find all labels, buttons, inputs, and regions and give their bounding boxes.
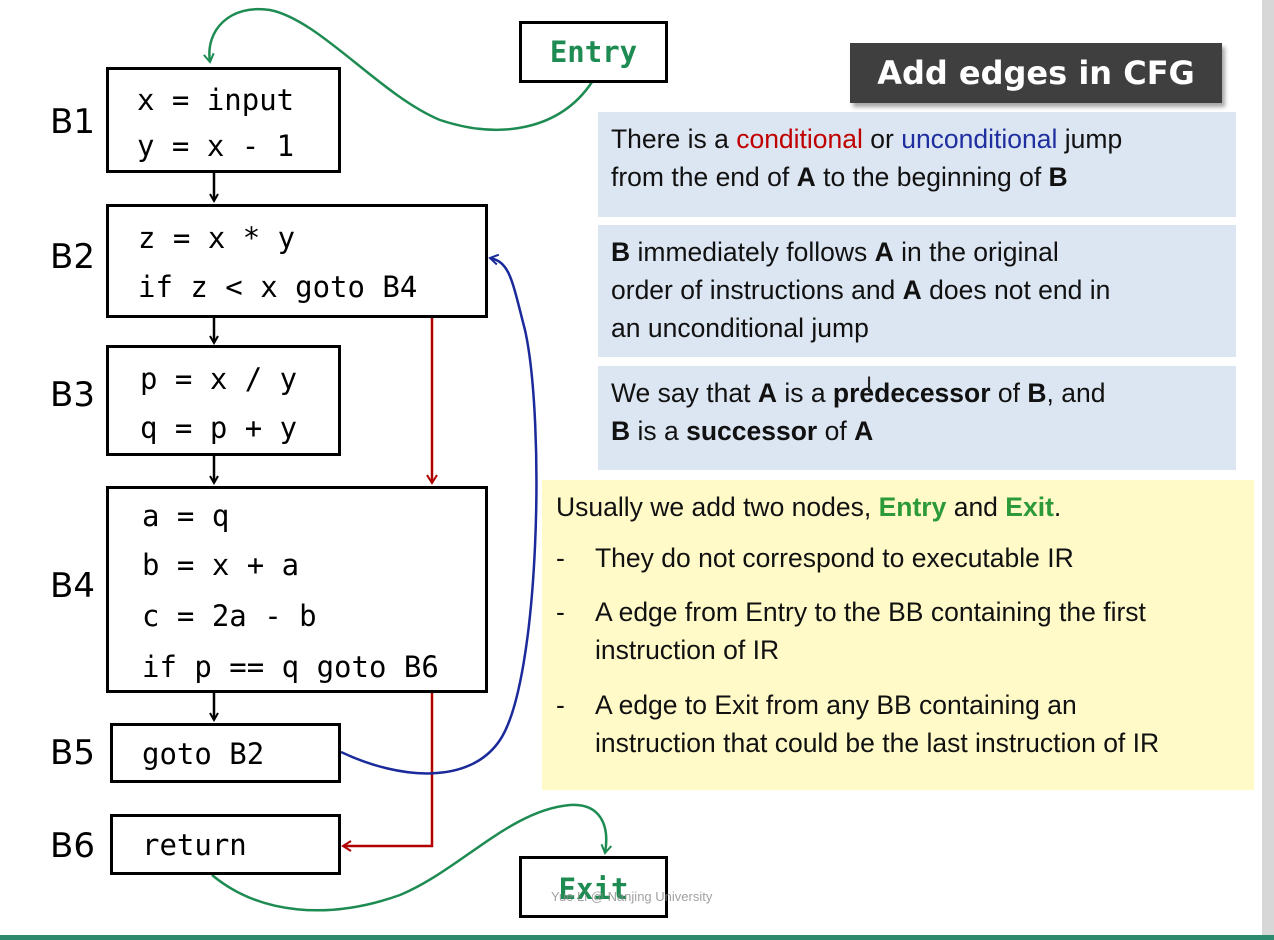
- text-run: order of instructions and: [611, 275, 903, 305]
- edge-b6-exit: [211, 803, 613, 912]
- window-frame-right: [1262, 0, 1274, 940]
- code-line: goto B2: [142, 737, 265, 771]
- slide-title: Add edges in CFG: [850, 43, 1222, 103]
- block-label-b5: B5: [50, 733, 95, 773]
- term-b: B: [1027, 378, 1047, 408]
- text-run: and: [946, 492, 1006, 522]
- window-frame-bottom: [0, 935, 1274, 940]
- text-run: , and: [1046, 378, 1106, 408]
- watermark: Yue Li @ Nanjing University: [551, 889, 713, 904]
- block-label-b2: B2: [50, 237, 95, 277]
- text-run: immediately follows: [630, 237, 875, 267]
- rule-text-line: an unconditional jump: [611, 313, 869, 343]
- basic-block-b5: goto B2: [110, 723, 341, 783]
- text-run: to the beginning of: [815, 162, 1049, 192]
- code-line: z = x * y: [138, 221, 296, 255]
- code-line: p = x / y: [140, 362, 298, 396]
- term-a: A: [874, 237, 894, 267]
- bullet-dash: -: [556, 597, 565, 627]
- edge-entry-b1: [203, 7, 594, 131]
- text-run: does not end in: [921, 275, 1111, 305]
- successor-term: successor: [686, 416, 818, 446]
- basic-block-b2: z = x * y if z < x goto B4: [106, 204, 488, 318]
- text-run: is a: [630, 416, 687, 446]
- term-a: A: [757, 378, 777, 408]
- text-run: is a: [776, 378, 833, 408]
- predecessor-term: predecessor: [832, 378, 991, 408]
- edge-b4-b6-conditional: [341, 693, 434, 852]
- code-line: x = input: [137, 83, 295, 117]
- term-b: B: [611, 416, 631, 446]
- rule-text-line: from the end of A to the beginning of B: [611, 158, 1226, 196]
- text-run: or: [862, 124, 902, 154]
- text-run: of: [990, 378, 1028, 408]
- text-run: from the end of: [611, 162, 797, 192]
- text-run: We say that: [611, 378, 758, 408]
- rule-text-line: B is a successor of A: [611, 412, 1226, 450]
- code-line: a = q: [142, 499, 230, 533]
- rule-text-line: B immediately follows A in the original: [611, 233, 1226, 271]
- text-run: of: [817, 416, 855, 446]
- rule-text-line: We say that A is a predecessor of B, and: [611, 374, 1226, 412]
- bullet-3-line-2: instruction that could be the last instr…: [595, 728, 1160, 758]
- text-run: There is a: [611, 124, 737, 154]
- notes-box-entry-exit: Usually we add two nodes, Entry and Exit…: [542, 480, 1254, 790]
- entry-term: Entry: [878, 492, 947, 522]
- code-line: c = 2a - b: [142, 599, 317, 633]
- exit-node: Exit: [519, 856, 668, 918]
- term-b: B: [1048, 162, 1068, 192]
- entry-node: Entry: [519, 21, 668, 83]
- rule-text-line: There is a conditional or unconditional …: [611, 120, 1226, 158]
- code-line: q = p + y: [140, 411, 298, 445]
- bullet-2-line-1: A edge from Entry to the BB containing t…: [595, 597, 1146, 627]
- term-a: A: [854, 416, 874, 446]
- block-label-b3: B3: [50, 375, 95, 415]
- rule-box-fallthrough: B immediately follows A in the original …: [598, 225, 1236, 357]
- rule-box-pred-succ: We say that A is a predecessor of B, and…: [598, 366, 1236, 470]
- conditional-term: conditional: [736, 124, 863, 154]
- basic-block-b1: x = input y = x - 1: [106, 67, 341, 173]
- term-b: B: [611, 237, 631, 267]
- edge-b5-b2-unconditional: [340, 253, 538, 775]
- block-label-b6: B6: [50, 826, 95, 866]
- text-cursor-icon: I: [866, 372, 873, 397]
- exit-term: Exit: [1005, 492, 1054, 522]
- code-line: if p == q goto B6: [142, 650, 439, 684]
- rule-box-jump: There is a conditional or unconditional …: [598, 112, 1236, 217]
- bullet-dash: -: [556, 690, 565, 720]
- text-run: .: [1053, 492, 1062, 522]
- code-line: y = x - 1: [137, 129, 295, 163]
- text-run: in the original: [893, 237, 1059, 267]
- code-line: b = x + a: [142, 548, 300, 582]
- term-a: A: [796, 162, 816, 192]
- text-run: Usually we add two nodes,: [556, 492, 879, 522]
- basic-block-b6: return: [110, 814, 341, 875]
- code-line: return: [142, 828, 247, 862]
- unconditional-term: unconditional: [901, 124, 1058, 154]
- bullet-2-line-2: instruction of IR: [595, 635, 780, 665]
- code-line: if z < x goto B4: [138, 270, 418, 304]
- basic-block-b3: p = x / y q = p + y: [106, 345, 341, 456]
- notes-intro: Usually we add two nodes, Entry and Exit…: [556, 488, 1061, 526]
- bullet-3-line-1: A edge to Exit from any BB containing an: [595, 690, 1077, 720]
- bullet-1: They do not correspond to executable IR: [595, 543, 1074, 573]
- bullet-dash: -: [556, 543, 565, 573]
- term-a: A: [902, 275, 922, 305]
- basic-block-b4: a = q b = x + a c = 2a - b if p == q got…: [106, 486, 488, 693]
- block-label-b4: B4: [50, 566, 95, 606]
- text-run: jump: [1057, 124, 1123, 154]
- rule-text-line: order of instructions and A does not end…: [611, 271, 1226, 309]
- block-label-b1: B1: [50, 102, 95, 142]
